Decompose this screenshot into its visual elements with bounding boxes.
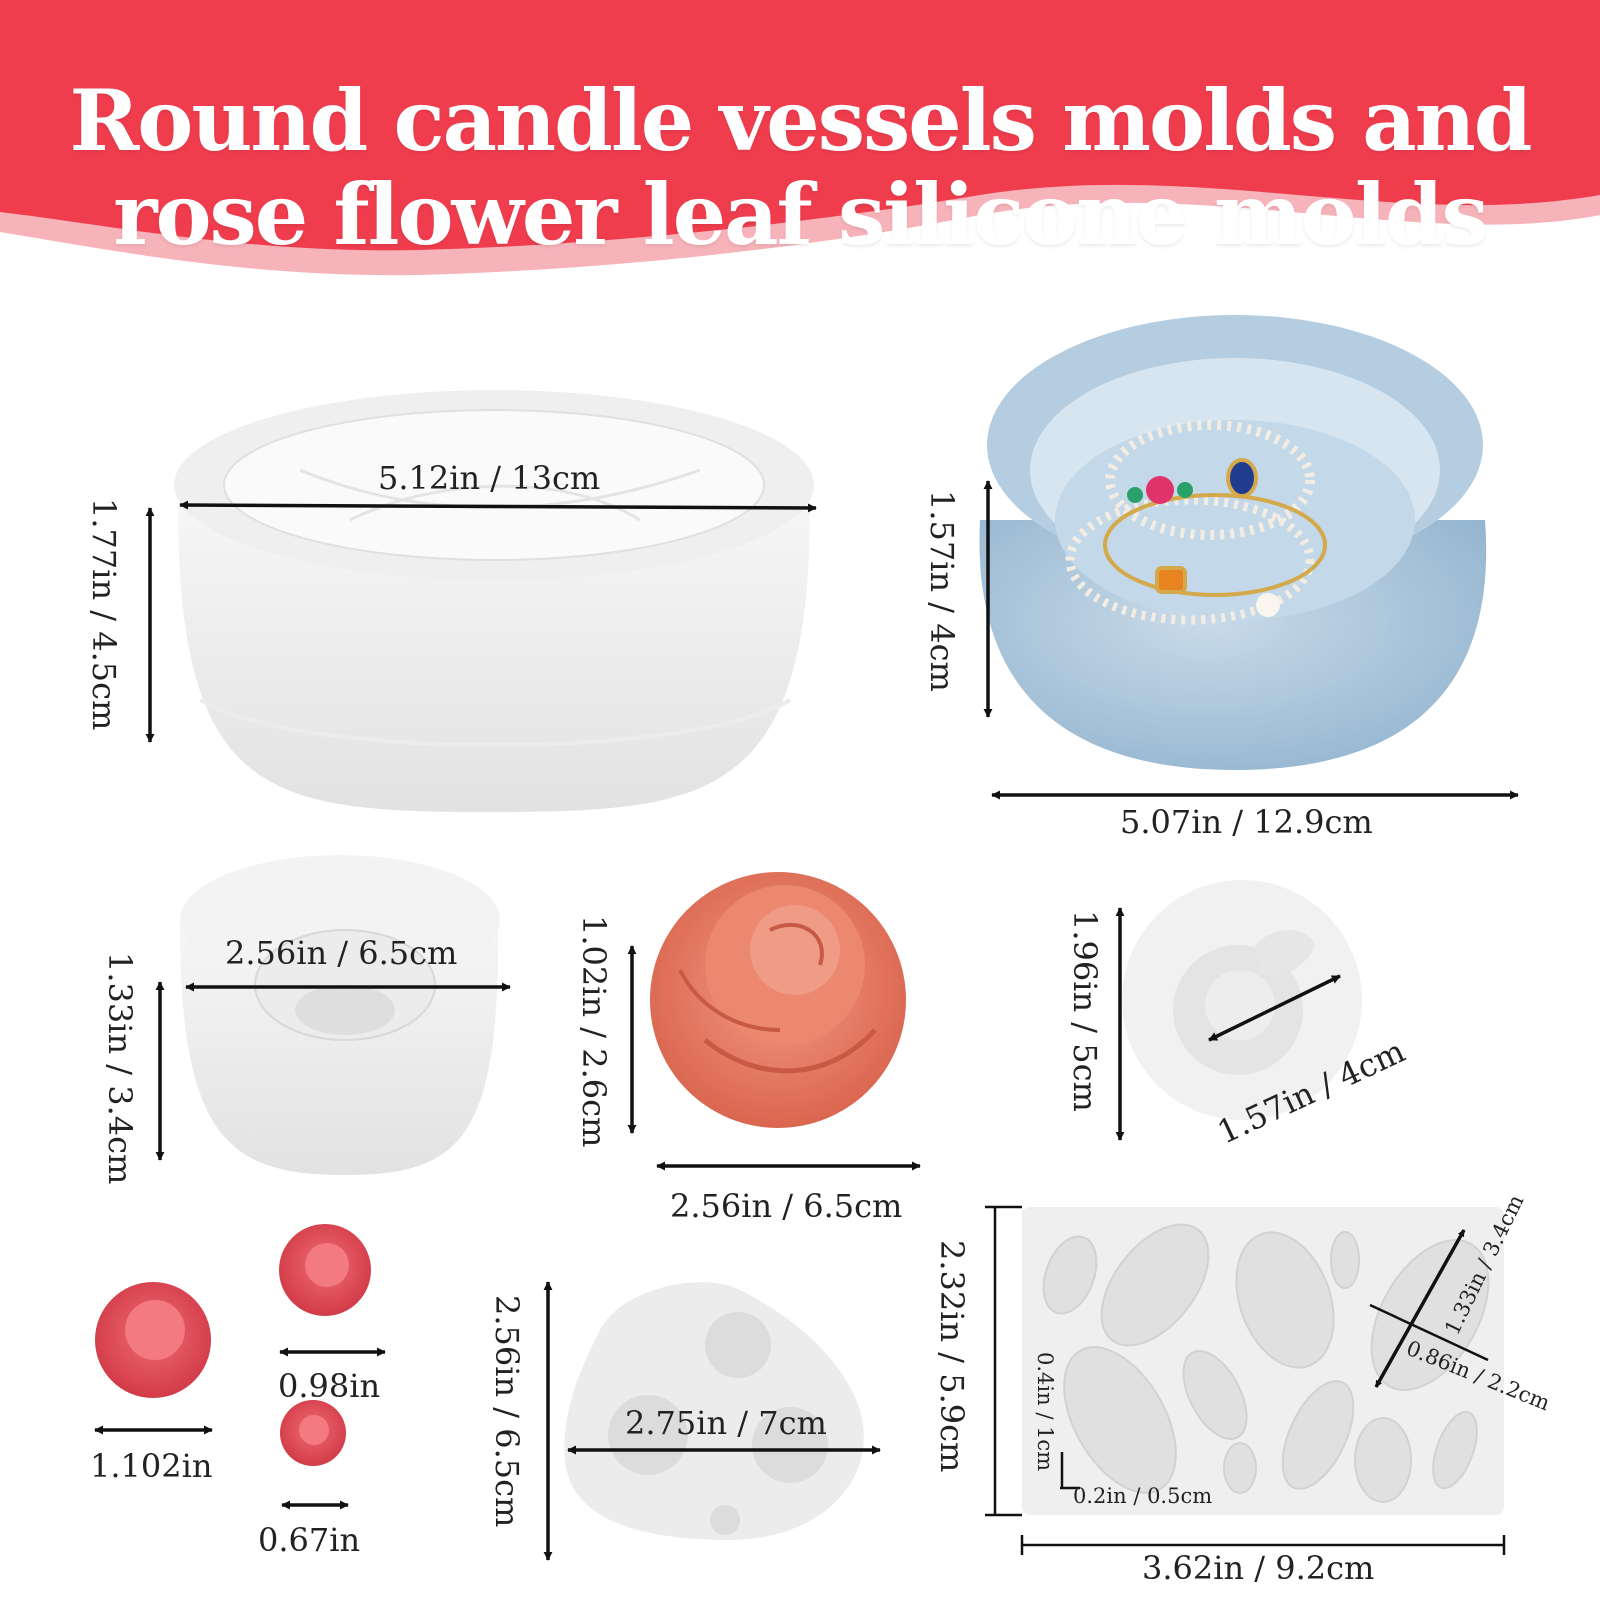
mini-rose-medium-label: 0.98in: [278, 1367, 381, 1405]
arrow-round-mold-diameter: [1208, 974, 1341, 1042]
rose-candle-height-label: 1.02in / 2.6cm: [575, 915, 613, 1148]
header-banner: [0, 0, 1600, 276]
bracket-lines: [985, 1205, 1506, 1555]
small-leaf-length-label: 0.4in / 1cm: [1033, 1352, 1057, 1472]
rose-candle-width-label: 2.56in / 6.5cm: [670, 1187, 903, 1225]
mini-rose-large-label: 1.102in: [90, 1447, 213, 1485]
jewelry: [1065, 420, 1327, 625]
large-mold-height-label: 1.77in / 4.5cm: [85, 498, 123, 731]
title-line-2: rose flower leaf silicone molds: [113, 165, 1489, 265]
triple-rose-mold-illustration: [564, 1282, 864, 1540]
arrow-large-mold-width: [179, 500, 817, 513]
triple-mold-width-label: 2.75in / 7cm: [625, 1404, 827, 1442]
large-mold-diameter-label: 5.12in / 13cm: [378, 459, 601, 497]
small-mold-illustration: [180, 855, 500, 1175]
small-mold-diameter-label: 2.56in / 6.5cm: [225, 934, 458, 972]
title-line-1: Round candle vessels molds and: [69, 71, 1533, 171]
blue-bowl-illustration: [979, 315, 1487, 770]
mini-roses-illustration: [95, 1224, 371, 1466]
dimension-arrows: [94, 480, 1519, 1561]
bowl-diameter-label: 5.07in / 12.9cm: [1120, 803, 1373, 841]
large-mold-illustration: [174, 390, 814, 812]
small-mold-height-label: 1.33in / 3.4cm: [101, 952, 139, 1185]
mini-rose-small-label: 0.67in: [258, 1521, 361, 1559]
bowl-height-label: 1.57in / 4cm: [923, 490, 961, 692]
small-leaf-width-label: 0.2in / 0.5cm: [1073, 1484, 1213, 1508]
banner-background: [0, 0, 1600, 251]
triple-mold-height-label: 2.56in / 6.5cm: [488, 1295, 526, 1528]
leaf-mold-width-label: 3.62in / 9.2cm: [1142, 1549, 1375, 1587]
leaf-mold-height-label: 2.32in / 5.9cm: [933, 1240, 971, 1473]
rose-candle-illustration: [650, 872, 906, 1128]
arrow-leaf-leaf-length: [1374, 1229, 1466, 1388]
page-title: Round candle vessels molds and rose flow…: [0, 74, 1600, 262]
round-mold-height-label: 1.96in / 5cm: [1066, 910, 1104, 1112]
